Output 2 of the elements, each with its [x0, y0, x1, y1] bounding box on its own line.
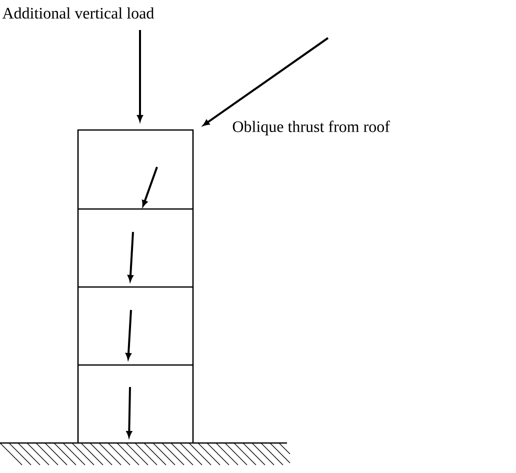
force-label: Oblique thrust from roof [232, 120, 390, 136]
force-label: Additional vertical load [2, 7, 154, 19]
